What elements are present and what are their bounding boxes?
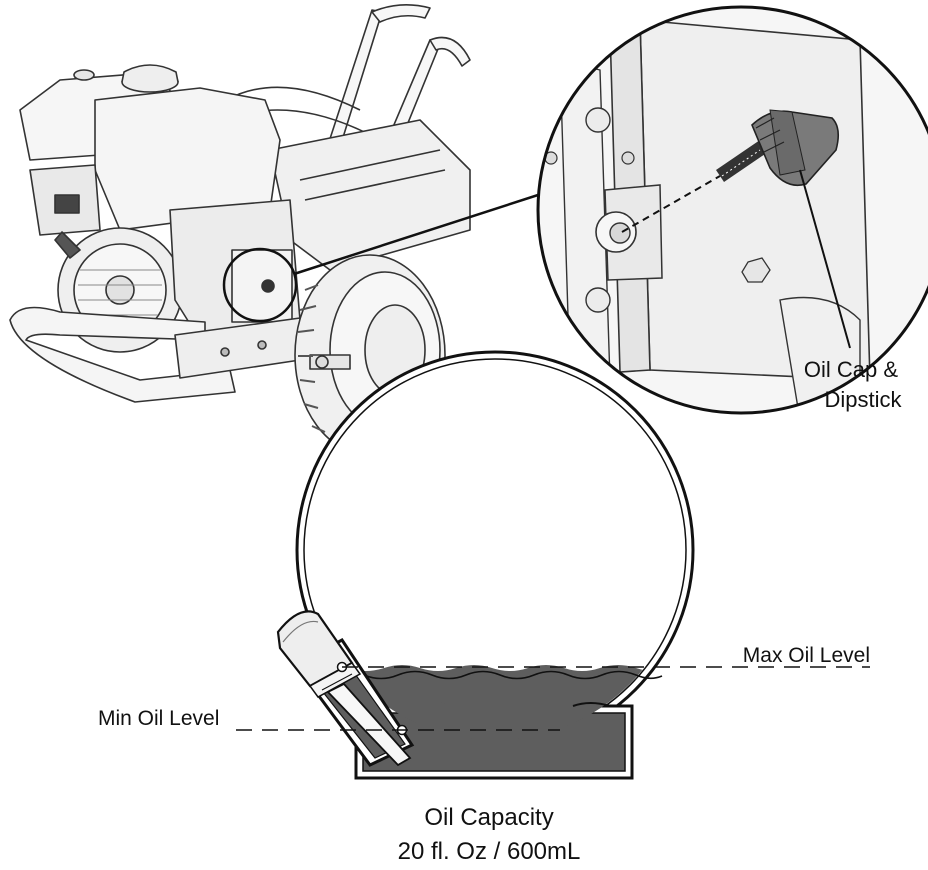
max-level-label: Max Oil Level [743, 644, 870, 667]
zoom-detail [538, 7, 928, 413]
capacity-title: Oil Capacity [424, 804, 553, 831]
dipstick-section [276, 610, 415, 767]
tiller-illustration [9, 4, 471, 456]
dipstick-leader [799, 169, 851, 349]
capacity-value: 20 fl. Oz / 600mL [398, 838, 581, 865]
min-level-label: Min Oil Level [98, 707, 219, 730]
level-lines [236, 666, 870, 731]
crankcase-section [295, 350, 695, 780]
callout-label-line2: Dipstick [824, 387, 902, 412]
callout-label-line1: Oil Cap & [804, 357, 898, 382]
callout-indicator [222, 193, 539, 323]
